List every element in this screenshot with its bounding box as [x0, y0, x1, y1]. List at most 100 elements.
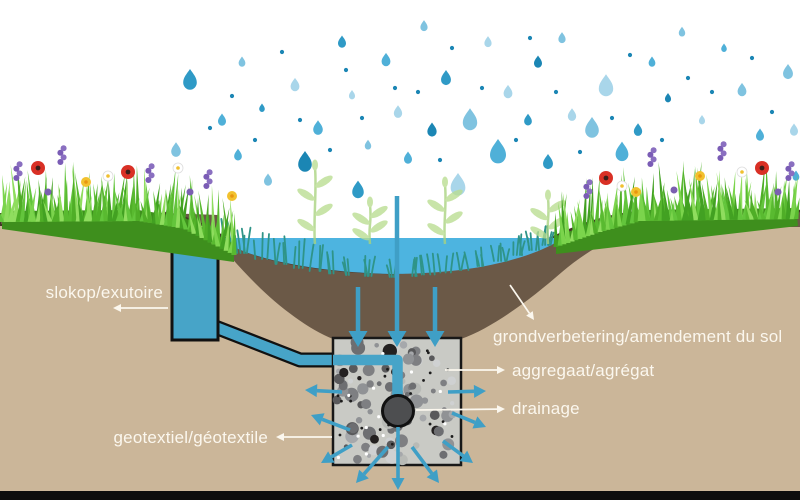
pointer-geotextiel-head [276, 433, 284, 441]
raindrop-icon [790, 123, 798, 136]
gravel-stone [409, 392, 412, 395]
raindrop-icon [313, 120, 323, 135]
flower-lavender [583, 193, 590, 199]
flower-lavender [60, 154, 67, 161]
raindrop-icon [503, 84, 513, 99]
gravel-stone [347, 378, 354, 384]
raindrop-icon [348, 90, 356, 100]
outflow-arrow [447, 389, 475, 394]
label-aggregaat: aggregaat/agrégat [512, 361, 654, 380]
gravel-stone [347, 423, 359, 434]
flower-white-center [620, 184, 624, 188]
grass-blade [3, 180, 11, 222]
grass-blade [11, 179, 22, 222]
gravel-stone [385, 450, 399, 464]
flower-poppy-center [759, 165, 765, 171]
grass-bank-left [0, 145, 237, 262]
submerged-grass-blade [436, 253, 442, 274]
submerged-grass-blade [367, 259, 371, 277]
outflow-arrow-head [356, 469, 369, 483]
submerged-grass-blade [519, 233, 523, 256]
plant-leaf [427, 223, 445, 236]
grass-blade [670, 197, 679, 221]
grass-blade [633, 186, 639, 223]
plant-leaf [427, 199, 445, 212]
raindrop-icon [678, 26, 686, 37]
plant-leaf [315, 203, 333, 216]
submerged-grass-blade [370, 255, 376, 277]
grass-blade [131, 170, 137, 222]
flower-lavender [788, 170, 795, 177]
grass-blade [777, 173, 788, 220]
raindrop-dot-icon [449, 45, 455, 51]
grass-blade [642, 194, 651, 221]
plant-tip [367, 196, 373, 208]
raindrop-icon [218, 113, 226, 126]
submerged-grass-blade [301, 238, 306, 269]
submerged-grass-blade [341, 261, 347, 276]
gravel-stone [428, 355, 435, 362]
raindrop-icon [404, 151, 412, 164]
submerged-grass-blade [272, 238, 277, 265]
grass-blade [590, 211, 599, 234]
grass-blade [585, 213, 591, 237]
soil-amendment-layer [165, 211, 800, 339]
grass-blade [139, 187, 150, 222]
grass-blade [688, 177, 699, 221]
gravel-stone [370, 434, 379, 444]
raindrop-icon [352, 180, 364, 199]
gravel-stone [428, 422, 432, 426]
flower-lavender [788, 161, 795, 168]
grass-blade [663, 184, 671, 221]
flower-white-center [176, 166, 180, 170]
gravel-stone [367, 408, 373, 415]
plant-leaf [530, 207, 548, 221]
submerged-grass-blade [449, 252, 455, 274]
raindrop-icon [756, 128, 764, 141]
inflow-arrow-head [425, 331, 445, 347]
raindrop-icon [648, 56, 656, 67]
gravel-stone [439, 450, 448, 459]
submerged-grass-blade [293, 245, 297, 269]
gravel-stone [440, 379, 447, 387]
plant-leaf [370, 220, 388, 233]
flower-lavender [206, 169, 213, 176]
plant-leaf [445, 211, 463, 224]
submerged-grass-blade [243, 234, 246, 254]
gravel-stone [413, 442, 420, 449]
raindrop-icon [393, 105, 403, 118]
plant-leaf [352, 228, 370, 241]
flower-lavender [203, 183, 210, 189]
raindrop-dot-icon [709, 89, 715, 95]
raindrop-icon [259, 103, 265, 112]
inflow-arrow-head [348, 331, 368, 347]
grass-blade [175, 184, 186, 228]
submerged-grass-blade [236, 229, 242, 254]
gravel-stone [449, 401, 455, 406]
flower-violet [44, 188, 52, 196]
grass-blade [179, 209, 189, 230]
outflow-arrow [410, 445, 434, 475]
submerged-grass-blade [245, 226, 252, 254]
flower-lavender [145, 177, 152, 183]
raindrop-icon [524, 113, 532, 126]
gravel-stone [384, 382, 395, 392]
gravel-stone [366, 453, 372, 458]
grass-blade [621, 195, 627, 226]
grass-blade [135, 202, 141, 222]
pointer-grondverbetering-head [526, 311, 534, 320]
grass-blade [107, 180, 113, 222]
gravel-stone [368, 444, 379, 456]
gravel-stone [432, 359, 441, 368]
submerged-grass-blade [489, 244, 495, 262]
flower-lavender [13, 165, 20, 172]
grass-bank-right [553, 141, 800, 254]
aquatic-plant [530, 189, 566, 245]
plant-leaf [370, 205, 388, 219]
grass-blade [681, 181, 692, 221]
grass-blade [71, 174, 77, 222]
submerged-grass-blade [326, 253, 332, 275]
flower-lavender [720, 150, 727, 157]
grass-blade [785, 180, 791, 220]
